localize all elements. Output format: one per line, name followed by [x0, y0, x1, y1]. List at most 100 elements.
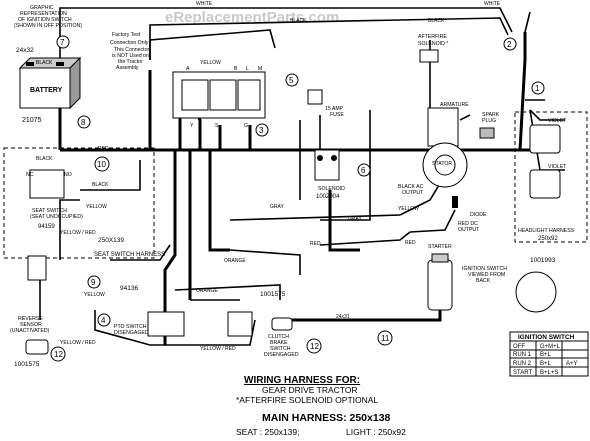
engine-assembly: ARMATURE SPARK PLUG STATOR BLACK AC OUTP…	[398, 102, 500, 233]
svg-text:250x92: 250x92	[538, 236, 558, 242]
svg-text:94136: 94136	[120, 285, 138, 292]
svg-text:B+L+S: B+L+S	[540, 370, 558, 376]
svg-text:GRAPHIC: GRAPHIC	[30, 5, 54, 11]
svg-text:SOLENOID: SOLENOID	[318, 186, 345, 192]
headlight-harness-box	[514, 111, 588, 243]
svg-text:VIOLET: VIOLET	[548, 164, 567, 170]
svg-text:REVERSE: REVERSE	[18, 316, 43, 322]
svg-text:(SHOWN IN OFF POSITION): (SHOWN IN OFF POSITION)	[14, 23, 82, 29]
svg-text:RUN 2: RUN 2	[513, 361, 532, 367]
svg-text:2: 2	[507, 40, 512, 49]
svg-text:BLACK: BLACK	[36, 156, 53, 162]
svg-text:1002004: 1002004	[316, 194, 340, 200]
svg-text:WHITE: WHITE	[484, 1, 501, 7]
svg-text:RED: RED	[98, 146, 109, 152]
svg-text:the Tractor: the Tractor	[118, 59, 143, 65]
svg-text:YELLOW: YELLOW	[200, 60, 221, 66]
svg-text:STATOR: STATOR	[432, 161, 452, 167]
switch-letter-s: S	[215, 123, 219, 129]
svg-text:RED: RED	[310, 241, 321, 247]
svg-text:OUTPUT: OUTPUT	[458, 227, 480, 233]
reverse-switch	[27, 255, 47, 281]
svg-text:12: 12	[54, 350, 63, 359]
svg-text:NO: NO	[64, 172, 72, 178]
svg-text:BLACK: BLACK	[36, 60, 53, 66]
callout-5: 5	[285, 73, 299, 87]
svg-text:PTO SWITCH: PTO SWITCH	[114, 324, 147, 330]
svg-text:3: 3	[259, 126, 264, 135]
svg-text:PLUG: PLUG	[482, 118, 496, 124]
solenoid: SOLENOID 1002004	[314, 149, 345, 200]
svg-text:BLACK AC: BLACK AC	[398, 184, 424, 190]
svg-text:OUTPUT: OUTPUT	[402, 190, 424, 196]
seat-switch: NC NO SEAT SWITCH (SEAT UNOCCUPIED) 9415…	[26, 169, 83, 230]
callout-9: 9	[87, 275, 101, 289]
svg-text:YELLOW: YELLOW	[398, 206, 419, 212]
svg-text:SEAT : 250x139;: SEAT : 250x139;	[236, 427, 299, 437]
svg-text:24x31: 24x31	[336, 314, 350, 320]
seat-switch-harness-label: 250X139 SEAT SWITCH HARNESS	[94, 237, 165, 258]
svg-text:is NOT Used on: is NOT Used on	[112, 53, 149, 59]
svg-text:Connection Only: Connection Only	[110, 40, 149, 46]
svg-text:(UNACTIVATED): (UNACTIVATED)	[10, 328, 50, 334]
callout-2: 2	[503, 37, 517, 51]
svg-text:(SEAT UNOCCUPIED): (SEAT UNOCCUPIED)	[30, 214, 83, 220]
svg-text:*AFTERFIRE SOLENOID OPTIONAL: *AFTERFIRE SOLENOID OPTIONAL	[236, 395, 378, 405]
clutch-brake-switch-box	[227, 311, 253, 337]
svg-text:AFTERFIRE: AFTERFIRE	[418, 34, 447, 40]
svg-text:OF IGNITION SWITCH: OF IGNITION SWITCH	[18, 17, 72, 23]
svg-text:6: 6	[361, 166, 366, 175]
svg-text:10: 10	[97, 160, 106, 169]
svg-text:GRAY: GRAY	[270, 204, 284, 210]
factory-test-note: Factory Test Connection Only This Connec…	[110, 32, 149, 71]
switch-letter-a: A	[186, 66, 190, 72]
svg-text:GEAR DRIVE TRACTOR: GEAR DRIVE TRACTOR	[262, 385, 358, 395]
svg-text:BRAKE: BRAKE	[270, 340, 288, 346]
svg-text:IGNITION SWITCH: IGNITION SWITCH	[462, 266, 507, 272]
svg-text:NC: NC	[26, 172, 34, 178]
svg-text:DIODE: DIODE	[470, 212, 487, 218]
svg-text:STARTER: STARTER	[428, 244, 452, 250]
battery-label: BATTERY	[30, 87, 63, 94]
svg-text:YELLOW / RED: YELLOW / RED	[200, 346, 236, 352]
svg-text:MAIN HARNESS: 250x138: MAIN HARNESS: 250x138	[262, 412, 391, 424]
reverse-sensor: REVERSE SENSOR (UNACTIVATED) 1001575	[10, 316, 50, 368]
svg-text:RUN 1: RUN 1	[513, 352, 532, 358]
svg-text:B+L: B+L	[540, 361, 552, 367]
svg-text:START: START	[513, 370, 532, 376]
callout-12-left: 12	[50, 346, 66, 362]
ignition-switch-graphic: A B L M Y S G	[172, 66, 266, 129]
svg-text:1: 1	[535, 84, 540, 93]
svg-text:HEADLIGHT HARNESS: HEADLIGHT HARNESS	[518, 228, 575, 234]
svg-text:BLACK: BLACK	[428, 18, 445, 24]
svg-text:Assembly: Assembly	[116, 65, 139, 71]
svg-text:94159: 94159	[38, 224, 55, 230]
svg-text:RED DC: RED DC	[458, 221, 478, 227]
svg-text:1001575: 1001575	[14, 361, 40, 368]
svg-text:YELLOW / RED: YELLOW / RED	[60, 340, 96, 346]
svg-text:GRAY: GRAY	[348, 216, 362, 222]
afterfire-solenoid: AFTERFIRE SOLENOID *	[418, 34, 448, 63]
callout-6: 6	[357, 163, 371, 177]
battery: BATTERY 24x32 21075	[16, 47, 82, 124]
svg-text:WIRING HARNESS FOR:: WIRING HARNESS FOR:	[244, 375, 360, 386]
svg-text:4: 4	[101, 316, 106, 325]
svg-text:ARMATURE: ARMATURE	[440, 102, 469, 108]
svg-text:BLACK: BLACK	[92, 182, 109, 188]
svg-text:VIEWED FROM: VIEWED FROM	[468, 272, 505, 278]
wire-color-labels: WHITE WHITE BLACK BLACK BLACK YELLOW RED…	[36, 1, 501, 352]
svg-text:12: 12	[310, 342, 319, 351]
svg-text:250X139: 250X139	[98, 237, 124, 244]
svg-text:YELLOW: YELLOW	[86, 204, 107, 210]
svg-text:YELLOW / RED: YELLOW / RED	[60, 230, 96, 236]
svg-text:BACK: BACK	[476, 278, 491, 284]
svg-text:1001993: 1001993	[530, 257, 556, 264]
svg-text:1001575: 1001575	[260, 291, 286, 298]
ignition-switch-table: IGNITION SWITCH OFF G+M+L RUN 1 B+L RUN …	[509, 331, 589, 377]
svg-text:REPRESENTATION: REPRESENTATION	[20, 11, 67, 17]
pto-switch: 94136 PTO SWITCH DISENGAGED	[114, 285, 185, 337]
svg-text:CLUTCH: CLUTCH	[268, 334, 289, 340]
svg-text:SPARK: SPARK	[482, 112, 500, 118]
headlights: VIOLET VIOLET HEADLIGHT HARNESS 250x92	[518, 118, 575, 242]
svg-text:BLACK: BLACK	[290, 18, 307, 24]
